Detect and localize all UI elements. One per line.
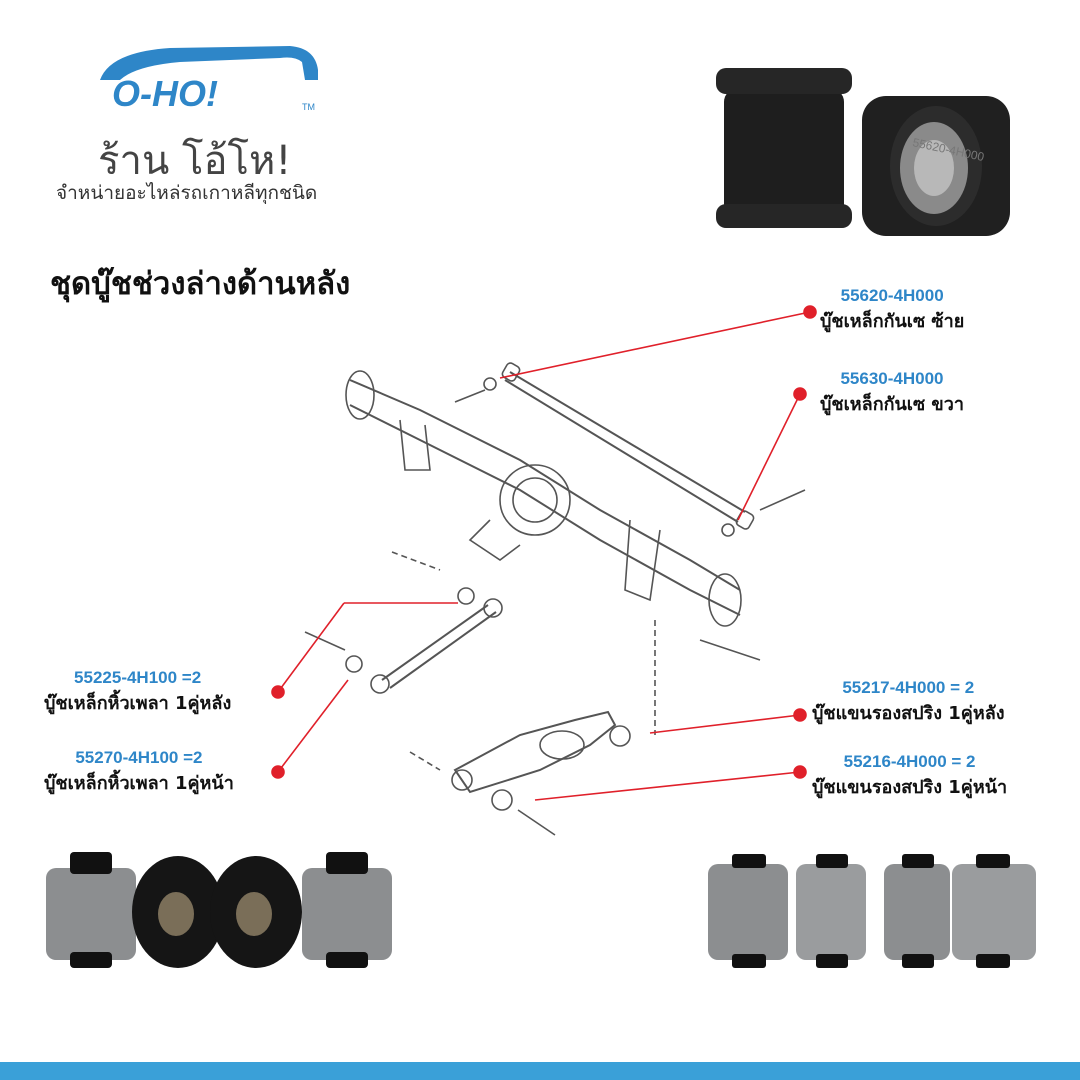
bottom-bar bbox=[0, 1062, 1080, 1080]
trademark: TM bbox=[302, 102, 315, 112]
bushing-photo-bottom-right bbox=[708, 854, 1036, 968]
part-label-55216: 55216-4H000 = 2 บู๊ชแขนรองสปริง 1คู่หน้า bbox=[812, 752, 1007, 801]
part-desc: บู๊ชเหล็กหิ้วเพลา 1คู่หน้า bbox=[44, 773, 234, 794]
oho-logo: O-HO! TM bbox=[100, 46, 318, 114]
part-label-55270: 55270-4H100 =2 บู๊ชเหล็กหิ้วเพลา 1คู่หน้… bbox=[44, 748, 234, 797]
bushing-photo-top: 55620-4H000 bbox=[716, 68, 1010, 236]
part-code: 55225-4H100 =2 bbox=[74, 668, 202, 687]
bushing-photo-bottom-left bbox=[46, 852, 392, 968]
part-label-55630: 55630-4H000 บู๊ชเหล็กกันเซ ขวา bbox=[820, 369, 964, 418]
shop-name: ร้าน โอ้โห! bbox=[98, 138, 292, 184]
part-desc: บู๊ชแขนรองสปริง 1คู่หน้า bbox=[812, 777, 1008, 798]
part-code: 55270-4H100 =2 bbox=[75, 748, 203, 767]
part-desc: บู๊ชแขนรองสปริง 1คู่หลัง bbox=[812, 703, 1005, 724]
logo-text: O-HO! bbox=[112, 73, 218, 114]
shop-tagline: จำหน่ายอะไหล่รถเกาหลีทุกชนิด bbox=[56, 182, 318, 204]
part-label-55225: 55225-4H100 =2 บู๊ชเหล็กหิ้วเพลา 1คู่หลั… bbox=[44, 668, 231, 717]
part-label-55620: 55620-4H000 บู๊ชเหล็กกันเซ ซ้าย bbox=[820, 286, 964, 335]
part-desc: บู๊ชเหล็กหิ้วเพลา 1คู่หลัง bbox=[44, 693, 232, 714]
part-label-55217: 55217-4H000 = 2 บู๊ชแขนรองสปริง 1คู่หลัง bbox=[812, 678, 1005, 727]
part-desc: บู๊ชเหล็กกันเซ ขวา bbox=[820, 394, 964, 415]
page-title: ชุดบู๊ชช่วงล่างด้านหลัง bbox=[50, 266, 351, 302]
part-code: 55216-4H000 = 2 bbox=[843, 752, 976, 771]
part-code: 55620-4H000 bbox=[840, 286, 944, 305]
part-code: 55217-4H000 = 2 bbox=[842, 678, 975, 697]
part-code: 55630-4H000 bbox=[840, 369, 944, 388]
part-desc: บู๊ชเหล็กกันเซ ซ้าย bbox=[820, 311, 965, 332]
